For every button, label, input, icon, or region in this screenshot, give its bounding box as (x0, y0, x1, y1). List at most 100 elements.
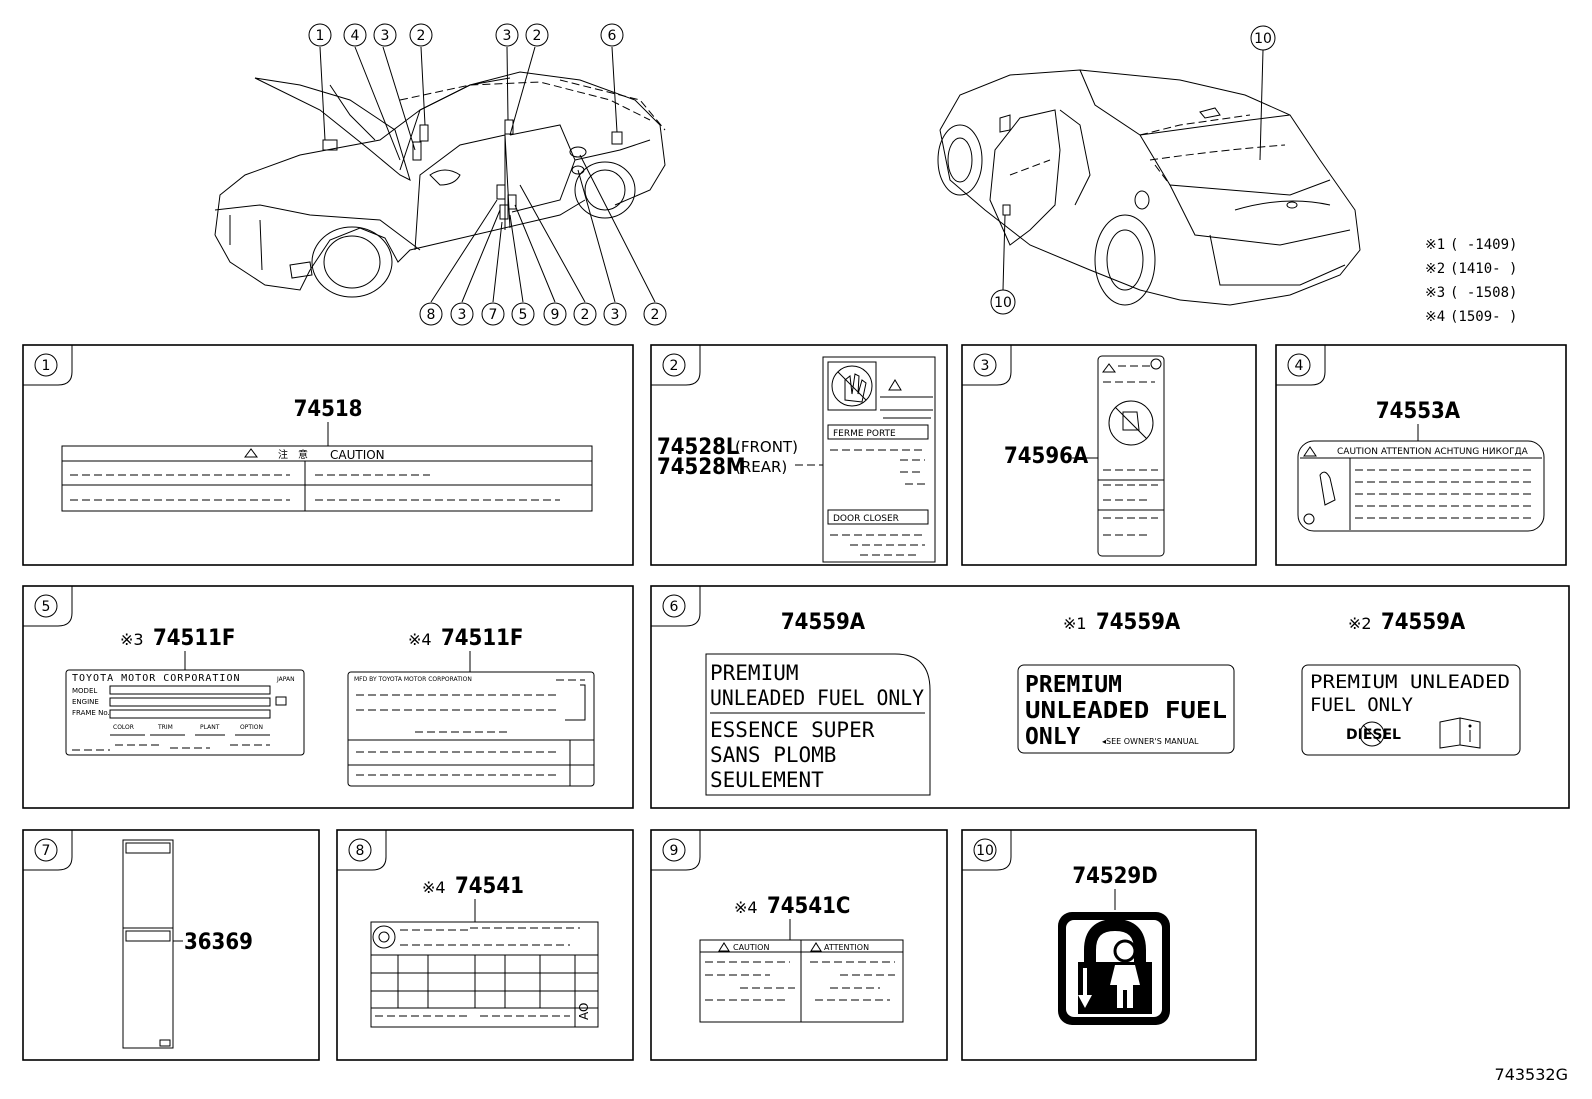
front-car-illustration (214, 46, 666, 303)
panel-10: 10 74529D (961, 829, 1257, 1061)
panel-4: 4 74553A CAUTION ATTENTION ACHTUNG НИКОГ… (1275, 344, 1567, 566)
see-manual-text: ◂SEE OWNER'S MANUAL (1102, 737, 1199, 746)
part-number-rear: 74528M (657, 455, 746, 480)
label-frame: FRAME No. (72, 709, 110, 717)
panel-number: 1 (42, 358, 51, 374)
fuel-line: ONLY (1025, 724, 1081, 750)
callout-top: 1 4 3 2 3 2 6 (308, 23, 624, 47)
fuel-line: UNLEADED FUEL (1025, 698, 1227, 724)
callout-label: 2 (417, 28, 426, 44)
callout-label: 7 (489, 307, 498, 323)
note-mark: ※4 (422, 878, 446, 897)
col-label: TRIM (157, 724, 173, 731)
label-caution: CAUTION (733, 943, 769, 952)
callout-label: 5 (519, 307, 528, 323)
part-number: 74529D (1072, 864, 1157, 889)
no-diesel-icon: DIESEL (1346, 721, 1401, 747)
label-corporation: TOYOTA MOTOR CORPORATION (72, 673, 241, 684)
child-lock-icon (1058, 912, 1170, 1025)
callout-label: 2 (651, 307, 660, 323)
front-callouts: 1 4 3 2 3 2 6 8 3 7 5 9 2 3 2 (308, 23, 667, 326)
callout-label: 6 (608, 28, 617, 44)
fuel-line: PREMIUM (1025, 672, 1122, 698)
figure-id: 743532G (1495, 1065, 1568, 1084)
part-number: 74518 (294, 397, 363, 422)
part-suffix-front: (FRONT) (735, 438, 798, 456)
note-mark-c: ※2 (1348, 614, 1372, 633)
panel-6: 6 74559A PREMIUM UNLEADED FUEL ONLY ESSE… (650, 585, 1570, 809)
note-mark-b: ※1 (1063, 614, 1087, 633)
panel-8: 8 ※4 74541 AO (336, 829, 634, 1061)
fuel-line: ESSENCE SUPER (710, 718, 875, 742)
label-engine: ENGINE (72, 698, 99, 706)
note-mark: ※4 (734, 898, 758, 917)
caution-kanji: 注 意 (278, 448, 308, 461)
label-header: CAUTION ATTENTION ACHTUNG НИКОГДА (1337, 447, 1529, 457)
panel-number: 7 (42, 843, 51, 859)
col-label: PLANT (200, 724, 220, 731)
rear-car-illustration (937, 49, 1361, 306)
note-mark-a: ※3 (120, 630, 144, 649)
note-text: ( -1508) (1450, 285, 1517, 301)
note-text: (1509- ) (1450, 309, 1517, 325)
panel-5: 5 ※3 74511F ※4 74511F TOYOTA MOTOR CORPO… (22, 585, 634, 809)
note-text: ( -1409) (1450, 237, 1517, 253)
note-mark-b: ※4 (408, 630, 432, 649)
part-number-a: 74559A (781, 610, 866, 635)
part-number-front: 74528L (657, 435, 739, 460)
panel-number: 4 (1295, 358, 1304, 374)
label-ferme-porte: FERME PORTE (833, 429, 896, 439)
panel-1: 1 74518 注 意 CAUTION (22, 344, 634, 566)
callout-label: 4 (351, 28, 360, 44)
panel-9: 9 ※4 74541C CAUTION ATTENTION (650, 829, 948, 1061)
fuel-line: FUEL ONLY (1310, 694, 1414, 716)
callout-label: 10 (994, 295, 1012, 311)
callout-label: 2 (533, 28, 542, 44)
part-number-c: 74559A (1381, 610, 1466, 635)
part-number-b: 74511F (441, 626, 523, 651)
callout-label: 3 (611, 307, 620, 323)
owners-manual-icon (1439, 717, 1481, 749)
callout-bottom: 8 3 7 5 9 2 3 2 (419, 302, 667, 326)
panel-number: 8 (356, 843, 365, 859)
note-mark: ※4 (1425, 309, 1445, 325)
note-text: (1410- ) (1450, 261, 1517, 277)
panel-7: 7 36369 (22, 829, 320, 1061)
part-number: 36369 (184, 930, 253, 955)
part-number-a: 74511F (153, 626, 235, 651)
part-number: 74541C (767, 894, 850, 919)
label-side: AO (577, 1003, 591, 1020)
fuel-line: UNLEADED FUEL ONLY (710, 686, 924, 710)
panel-number: 5 (42, 599, 51, 615)
panel-number: 10 (976, 843, 994, 859)
callout-label: 8 (427, 307, 436, 323)
fuel-line: PREMIUM UNLEADED (1310, 671, 1510, 693)
callout-label: 2 (581, 307, 590, 323)
label-model: MODEL (72, 687, 97, 695)
part-suffix-rear: (REAR) (735, 458, 787, 476)
panel-2: 2 74528L (FRONT) 74528M (REAR) FERME POR… (650, 344, 948, 566)
col-label: OPTION (240, 724, 263, 731)
panel-number: 3 (981, 358, 990, 374)
part-number: 74553A (1376, 399, 1461, 424)
label-door-closer: DOOR CLOSER (833, 514, 899, 524)
panel-number: 6 (670, 599, 679, 615)
date-notes: ※1 ( -1409) ※2 (1410- ) ※3 ( -1508) ※4 (… (1425, 237, 1517, 325)
rear-callouts: 10 10 (990, 25, 1276, 315)
callout-label: 10 (1254, 31, 1272, 47)
caution-text: CAUTION (330, 448, 385, 462)
fuel-line: PREMIUM (710, 661, 799, 685)
part-number: 74541 (455, 874, 524, 899)
fuel-line: SANS PLOMB (710, 743, 836, 767)
label-corporation-b: MFD BY TOYOTA MOTOR CORPORATION (354, 676, 472, 683)
note-mark: ※3 (1425, 285, 1445, 301)
callout-label: 3 (503, 28, 512, 44)
callout-label: 3 (381, 28, 390, 44)
callout-label: 9 (551, 307, 560, 323)
note-mark: ※1 (1425, 237, 1445, 253)
label-japan: JAPAN (276, 676, 295, 683)
part-number: 74596A (1004, 444, 1089, 469)
fuel-line: SEULEMENT (710, 768, 824, 792)
panel-3: 3 74596A (961, 344, 1257, 566)
